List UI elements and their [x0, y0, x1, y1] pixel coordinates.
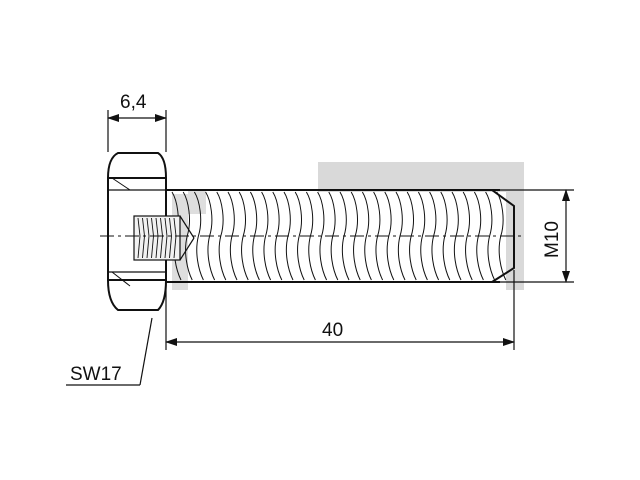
thread-crest [361, 191, 372, 281]
thread-crest [462, 191, 473, 281]
dimension-label-head-height: 6,4 [120, 92, 147, 113]
thread-crest [485, 191, 496, 281]
internal-thread-crest [146, 217, 150, 259]
internal-thread-crest [164, 217, 168, 259]
dimension-label-length: 40 [322, 320, 343, 341]
dimension-length [165, 270, 515, 350]
internal-thread-crest [169, 217, 172, 259]
dimension-thread [500, 189, 574, 283]
thread-crest [193, 191, 204, 281]
watermark-logo [172, 162, 524, 290]
thread-crest [261, 191, 272, 281]
thread-crest [294, 191, 305, 281]
thread-lines [171, 191, 507, 281]
leader-wrench-size [66, 317, 153, 386]
bolt-shank [166, 189, 515, 283]
internal-thread-crest [137, 217, 141, 259]
thread-crest [417, 191, 428, 281]
thread-crest [317, 191, 328, 281]
dimension-head-height [107, 110, 167, 152]
label-wrench-size: SW17 [70, 364, 122, 385]
dimension-label-thread: M10 [542, 221, 563, 258]
